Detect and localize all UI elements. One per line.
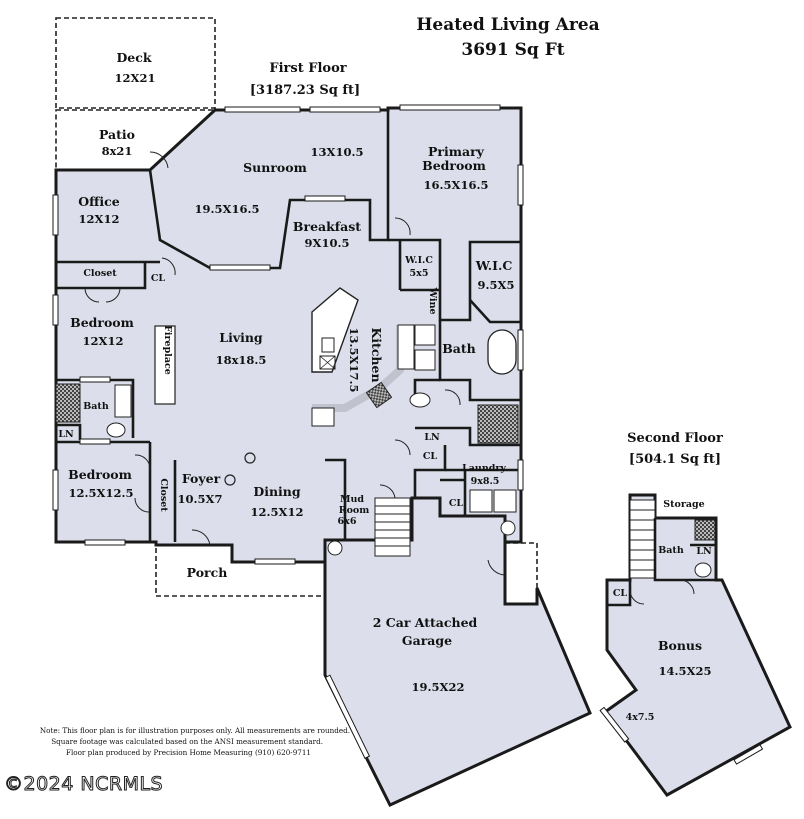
ln2-name: LN <box>424 432 440 443</box>
stairs <box>374 497 411 557</box>
ln3-name: LN <box>696 546 712 557</box>
primary-bedroom-name1: Primary <box>428 144 485 159</box>
sunroom-name: Sunroom <box>243 160 307 175</box>
cl-bonus-name: CL <box>613 588 628 599</box>
dining-name: Dining <box>253 484 301 499</box>
bedroom1-name: Bedroom <box>70 315 134 330</box>
garage-name2: Garage <box>402 633 452 648</box>
watermark: ©2024 NCRMLS <box>4 773 163 795</box>
patio-dim: 8x21 <box>102 144 133 158</box>
header-title-line2: 3691 Sq Ft <box>461 40 564 60</box>
garage-stoop <box>504 542 538 605</box>
mud-room-dim: 6x6 <box>338 516 357 527</box>
mud-room-name1: Mud <box>340 494 364 505</box>
sunroom-dim2: 13X10.5 <box>311 145 364 159</box>
primary-bedroom-dim: 16.5X16.5 <box>424 178 489 192</box>
nook-dim: 4x7.5 <box>626 712 655 723</box>
primary-bedroom-name2: Bedroom <box>422 158 486 173</box>
office-name: Office <box>78 194 120 209</box>
bonus-name: Bonus <box>658 638 702 653</box>
mud-room-name2: Room <box>339 505 370 516</box>
closet-top-name: Closet <box>83 268 117 279</box>
bath1-name: Bath <box>83 401 109 412</box>
windows <box>52 104 764 765</box>
deck-name: Deck <box>116 50 151 65</box>
second-floor-area: [504.1 Sq ft] <box>629 452 721 467</box>
note-line3: Floor plan produced by Precision Home Me… <box>66 748 311 757</box>
foyer-name: Foyer <box>182 471 221 486</box>
kitchen-dim: 13.5X17.5 <box>347 328 361 393</box>
bedroom1-dim: 12X12 <box>83 334 124 348</box>
ln1-name: LN <box>58 429 74 440</box>
garage-name1: 2 Car Attached <box>373 615 478 630</box>
primary-bath-name: Bath <box>442 341 476 356</box>
cl-office-name: CL <box>151 273 166 284</box>
laundry-dim: 9x8.5 <box>471 476 500 487</box>
breakfast-name: Breakfast <box>293 219 361 234</box>
office-dim: 12X12 <box>79 212 120 226</box>
breakfast-dim: 9X10.5 <box>305 236 350 250</box>
wic1-dim: 5x5 <box>410 268 429 279</box>
cl-laundry-name: CL <box>449 498 464 509</box>
patio-name: Patio <box>99 127 135 142</box>
bonus-dim: 14.5X25 <box>659 664 712 678</box>
note-line1: Note: This floor plan is for illustratio… <box>40 726 350 735</box>
wine-label: Wine <box>427 286 438 314</box>
deck-area <box>55 17 216 109</box>
storage-name: Storage <box>663 499 704 510</box>
wic1-name: W.I.C <box>404 255 433 266</box>
fireplace-label: Fireplace <box>162 325 173 375</box>
door-swings <box>84 151 695 605</box>
kitchen-island <box>311 287 359 373</box>
living-name: Living <box>219 330 263 345</box>
closet-side-label: Closet <box>158 478 169 512</box>
dining-dim: 12.5X12 <box>251 505 304 519</box>
foyer-dim: 10.5X7 <box>178 492 223 506</box>
wic2-dim: 9.5X5 <box>478 278 515 292</box>
deck-dim: 12X21 <box>115 71 156 85</box>
first-floor-area: [3187.23 Sq ft] <box>250 83 360 98</box>
fireplace-unit <box>154 325 176 405</box>
patio-area <box>55 109 218 171</box>
cl-hall-name: CL <box>423 451 438 462</box>
sunroom-dim: 19.5X16.5 <box>195 202 260 216</box>
living-dim: 18x18.5 <box>216 353 267 367</box>
note-line2: Square footage was calculated based on t… <box>51 737 323 746</box>
wic2-name: W.I.C <box>475 258 513 273</box>
second-floor-label: Second Floor <box>627 431 723 446</box>
first-floor-label: First Floor <box>269 61 346 76</box>
porch-name: Porch <box>187 565 228 580</box>
laundry-name: Laundry <box>462 463 506 474</box>
bedroom2-dim: 12.5X12.5 <box>69 486 134 500</box>
primary-tub <box>487 329 517 375</box>
bedroom2-name: Bedroom <box>68 467 132 482</box>
garage-footprint <box>323 496 592 807</box>
bath2-name: Bath <box>658 545 684 556</box>
garage-dim: 19.5X22 <box>412 680 465 694</box>
header-title-line1: Heated Living Area <box>416 15 599 35</box>
kitchen-name: Kitchen <box>369 327 384 382</box>
